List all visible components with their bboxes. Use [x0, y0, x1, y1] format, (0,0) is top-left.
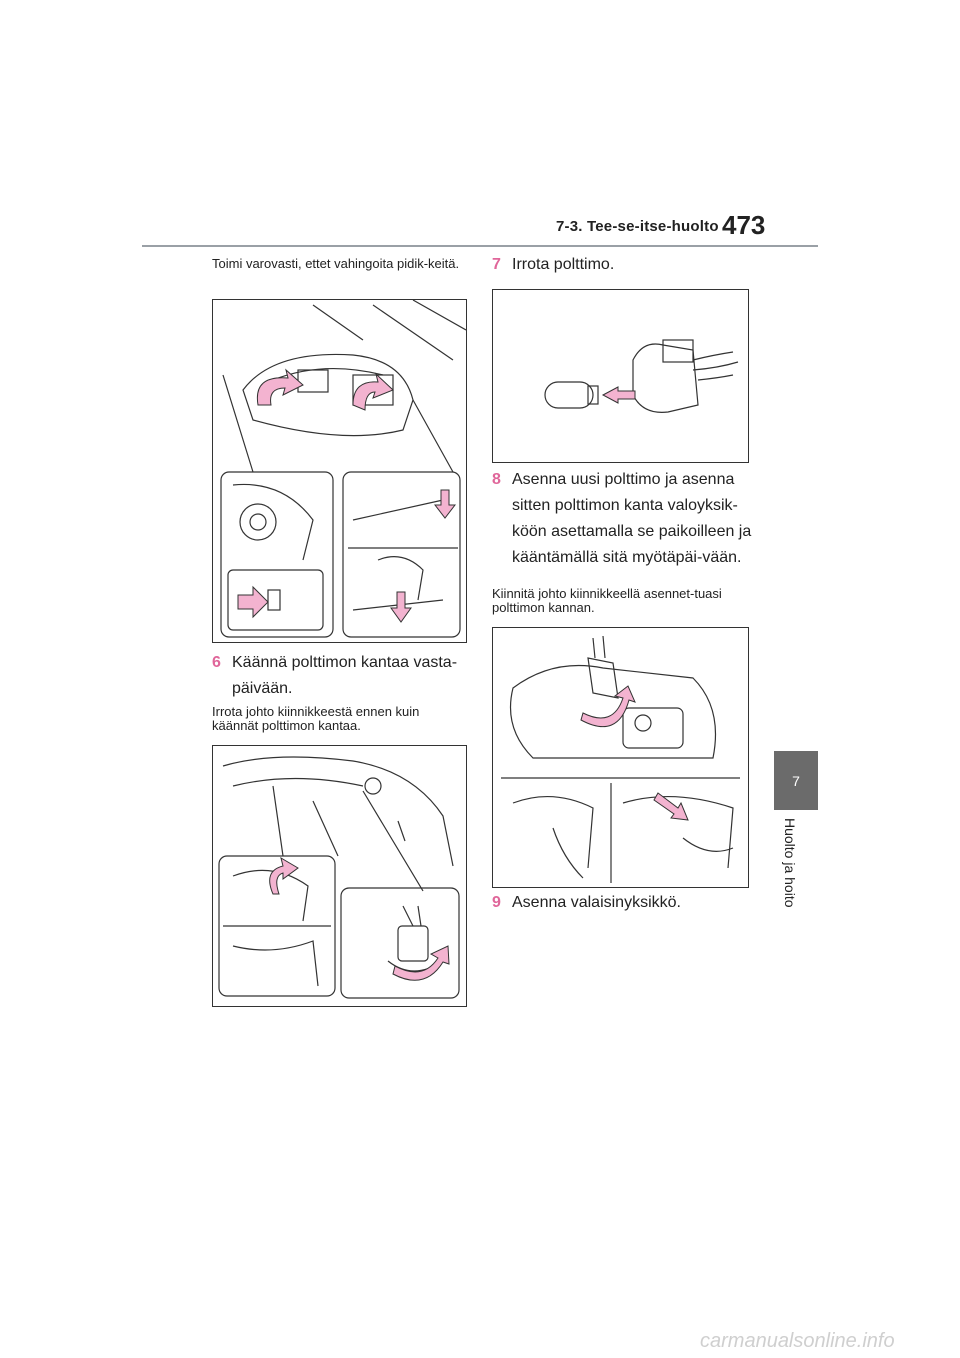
- chapter-tab[interactable]: 7: [774, 751, 818, 810]
- step-9: 9 Asenna valaisinyksikkö.: [492, 890, 752, 916]
- header-rule: [142, 245, 818, 247]
- step-8: 8 Asenna uusi polttimo ja asenna sitten …: [492, 467, 752, 571]
- step-7-text: Irrota polttimo.: [512, 256, 615, 273]
- figure-install-socket: [492, 627, 749, 888]
- figure-remove-bulb: [492, 289, 749, 463]
- section-title: 7-3. Tee-se-itse-huolto: [556, 218, 719, 235]
- step-6-number: 6: [212, 654, 221, 671]
- step-8-number: 8: [492, 471, 501, 488]
- note-step6: Irrota johto kiinnikkeestä ennen kuin kä…: [212, 704, 420, 733]
- figure-mirror-remove: [212, 299, 467, 643]
- chapter-label: Huolto ja hoito: [782, 818, 812, 938]
- step-6: 6 Käännä polttimon kantaa vasta-päivään.: [212, 650, 472, 702]
- step-8-text: Asenna uusi polttimo ja asenna sitten po…: [512, 471, 752, 566]
- step-6-text: Käännä polttimon kantaa vasta-päivään.: [232, 654, 458, 697]
- figure-rotate-socket-ccw: [212, 745, 467, 1007]
- step-9-text: Asenna valaisinyksikkö.: [512, 894, 681, 911]
- note-top: Toimi varovasti, ettet vahingoita pidik-…: [212, 256, 460, 271]
- chapter-number: 7: [792, 772, 800, 789]
- watermark: carmanualsonline.info: [700, 1330, 895, 1352]
- page-number: 473: [722, 210, 766, 240]
- step-7: 7 Irrota polttimo.: [492, 252, 752, 278]
- note-step8: Kiinnitä johto kiinnikkeellä asennet-tua…: [492, 586, 722, 615]
- step-7-number: 7: [492, 256, 501, 273]
- step-9-number: 9: [492, 894, 501, 911]
- chapter-label-text: Huolto ja hoito: [782, 818, 798, 908]
